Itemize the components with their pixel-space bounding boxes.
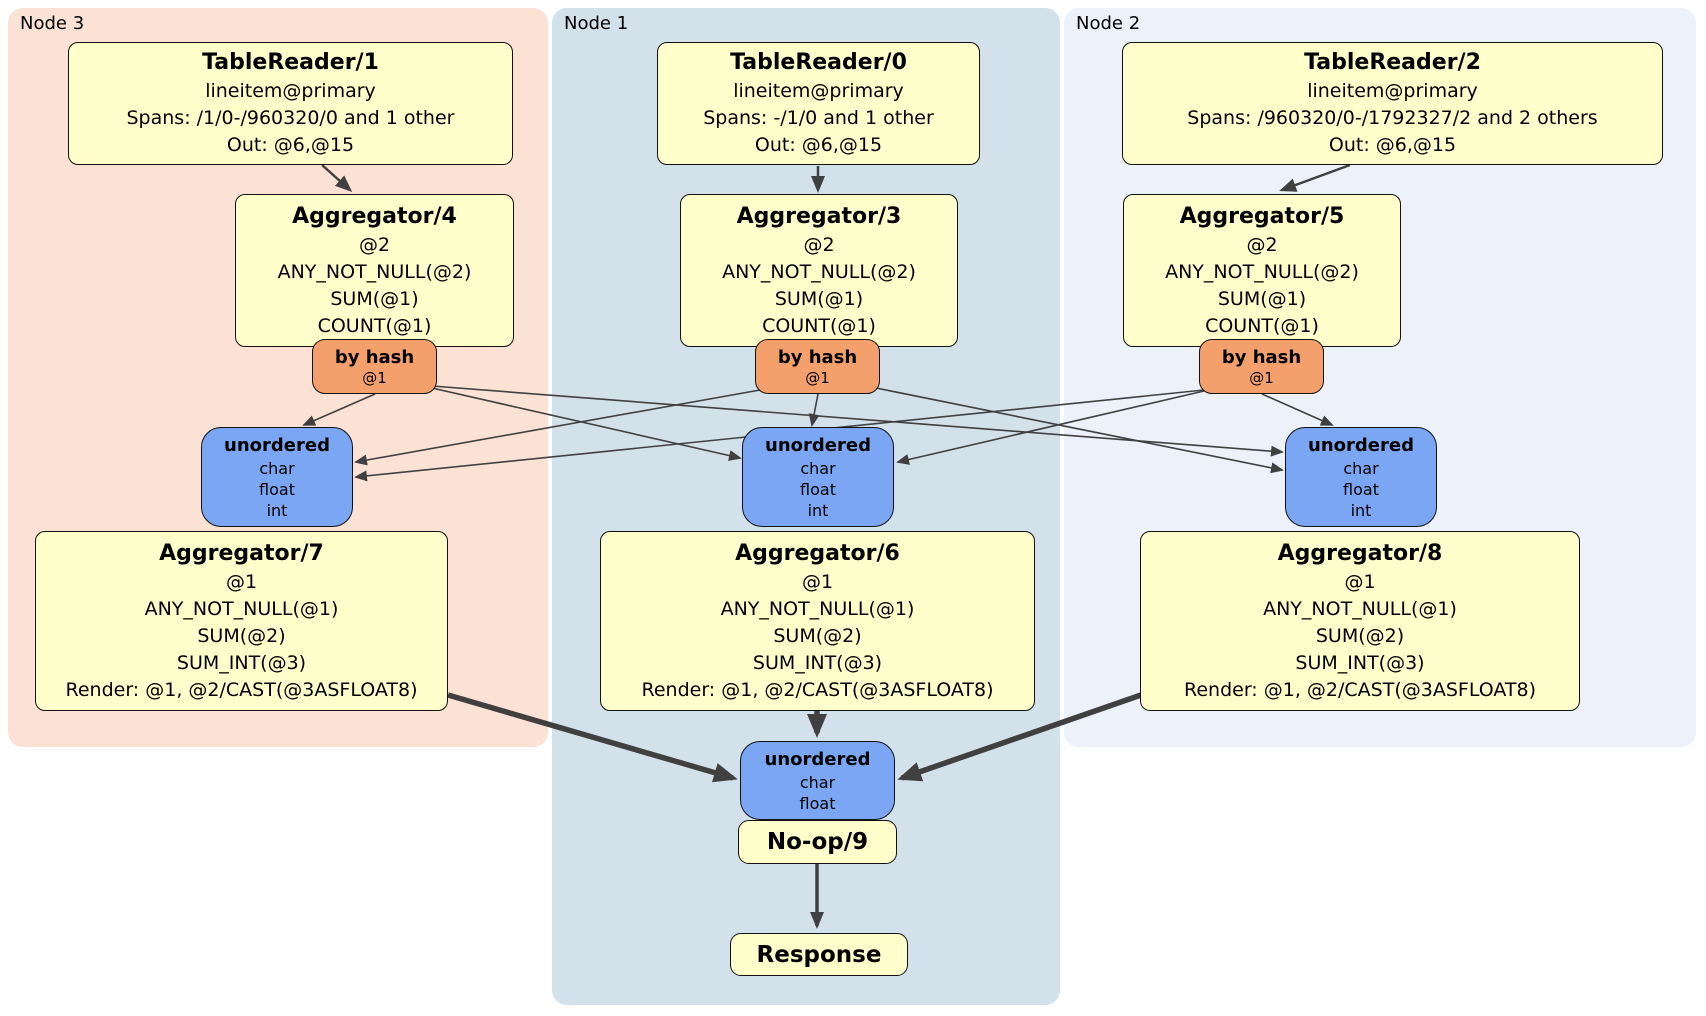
aggregator-7-title: Aggregator/7	[159, 540, 324, 566]
sync-unordered-node2-detail-line: int	[1350, 500, 1372, 520]
aggregator-8-detail-line: SUM_INT(@3)	[1295, 651, 1425, 674]
tablereader-0-detail-line: Spans: -/1/0 and 1 other	[703, 107, 934, 129]
tablereader-1-title: TableReader/1	[202, 50, 379, 75]
tablereader-1-detail-line: Spans: /1/0-/960320/0 and 1 other	[126, 107, 455, 129]
aggregator-5-detail-line: SUM(@1)	[1217, 287, 1307, 310]
sync-unordered-node1-detail-line: char	[800, 458, 836, 478]
tablereader-1-detail-line: lineitem@primary	[205, 80, 376, 102]
tablereader-0-title: TableReader/0	[730, 50, 907, 75]
aggregator-6-detail-line: Render: @1, @2/CAST(@3ASFLOAT8)	[641, 678, 994, 701]
hash-router-node2-title: by hash	[1221, 346, 1302, 368]
tablereader-2-detail-line: Out: @6,@15	[1328, 134, 1457, 156]
aggregator-4-detail-line: SUM(@1)	[330, 287, 419, 310]
sync-unordered-node1-detail-line: float	[800, 479, 836, 499]
no-op-9: No-op/9	[738, 820, 897, 864]
aggregator-5-detail-line: COUNT(@1)	[1205, 314, 1319, 337]
aggregator-5-detail-line: @2	[1246, 233, 1278, 256]
sync-unordered-node1-detail-line: int	[807, 500, 829, 520]
aggregator-6-detail-line: SUM(@2)	[773, 624, 862, 647]
sync-unordered-node2-detail-line: char	[1343, 458, 1379, 478]
hash-router-node2-detail-line: @1	[1249, 368, 1274, 387]
hash-router-node3: by hash@1	[312, 339, 437, 394]
aggregator-4-title: Aggregator/4	[292, 203, 457, 229]
sync-unordered-node3-title: unordered	[224, 434, 330, 456]
hash-router-node1: by hash@1	[755, 339, 880, 394]
aggregator-3-detail-line: SUM(@1)	[774, 287, 864, 310]
aggregator-8-detail-line: Render: @1, @2/CAST(@3ASFLOAT8)	[1184, 678, 1536, 701]
aggregator-3-detail-line: COUNT(@1)	[762, 314, 876, 337]
aggregator-8-detail-line: ANY_NOT_NULL(@1)	[1263, 597, 1457, 620]
aggregator-6-title: Aggregator/6	[735, 540, 900, 566]
response: Response	[730, 933, 908, 976]
sync-unordered-final-title: unordered	[764, 748, 871, 770]
sync-unordered-node3-detail-line: int	[266, 500, 288, 520]
sync-unordered-final-detail-line: float	[799, 793, 836, 813]
sync-unordered-node2-detail-line: float	[1343, 479, 1379, 499]
sync-unordered-node2-title: unordered	[1308, 434, 1414, 456]
hash-router-node3-title: by hash	[334, 346, 415, 368]
aggregator-6-detail-line: ANY_NOT_NULL(@1)	[720, 597, 915, 620]
hash-router-node2: by hash@1	[1199, 339, 1324, 394]
aggregator-7-detail-line: SUM(@2)	[197, 624, 286, 647]
aggregator-6-detail-line: @1	[801, 570, 834, 593]
sync-unordered-node3-detail-line: float	[259, 479, 295, 499]
aggregator-4-detail-line: ANY_NOT_NULL(@2)	[277, 260, 472, 283]
hash-router-node1-title: by hash	[777, 346, 858, 368]
sync-unordered-node3-detail-line: char	[259, 458, 295, 478]
tablereader-0-detail-line: lineitem@primary	[733, 80, 904, 102]
node-panel-label-node2: Node 2	[1076, 13, 1141, 34]
aggregator-7-detail-line: @1	[225, 570, 258, 593]
aggregator-5-title: Aggregator/5	[1179, 203, 1345, 229]
aggregator-7-detail-line: Render: @1, @2/CAST(@3ASFLOAT8)	[65, 678, 418, 701]
aggregator-7-detail-line: ANY_NOT_NULL(@1)	[144, 597, 339, 620]
tablereader-0-detail-line: Out: @6,@15	[754, 134, 883, 156]
aggregator-5-detail-line: ANY_NOT_NULL(@2)	[1165, 260, 1359, 283]
node-panel-label-node3: Node 3	[20, 13, 85, 34]
node-panel-label-node1: Node 1	[564, 13, 629, 34]
aggregator-6-detail-line: SUM_INT(@3)	[752, 651, 883, 674]
aggregator-3-title: Aggregator/3	[736, 203, 902, 229]
no-op-9-title: No-op/9	[766, 829, 869, 855]
aggregator-4-detail-line: COUNT(@1)	[317, 314, 432, 337]
tablereader-2-detail-line: lineitem@primary	[1307, 80, 1478, 102]
tablereader-1-detail-line: Out: @6,@15	[226, 134, 355, 156]
aggregator-4-detail-line: @2	[358, 233, 391, 256]
aggregator-3-detail-line: ANY_NOT_NULL(@2)	[722, 260, 916, 283]
aggregator-8-detail-line: @1	[1344, 570, 1376, 593]
aggregator-8-detail-line: SUM(@2)	[1315, 624, 1405, 647]
hash-router-node1-detail-line: @1	[805, 368, 830, 387]
hash-router-node3-detail-line: @1	[362, 368, 387, 387]
response-title: Response	[756, 941, 882, 968]
aggregator-8-title: Aggregator/8	[1277, 540, 1443, 566]
sync-unordered-final-detail-line: char	[799, 772, 836, 792]
tablereader-2-detail-line: Spans: /960320/0-/1792327/2 and 2 others	[1187, 107, 1598, 129]
aggregator-3-detail-line: @2	[803, 233, 835, 256]
aggregator-7-detail-line: SUM_INT(@3)	[176, 651, 307, 674]
sync-unordered-node1-title: unordered	[765, 434, 871, 456]
tablereader-2-title: TableReader/2	[1304, 50, 1481, 75]
